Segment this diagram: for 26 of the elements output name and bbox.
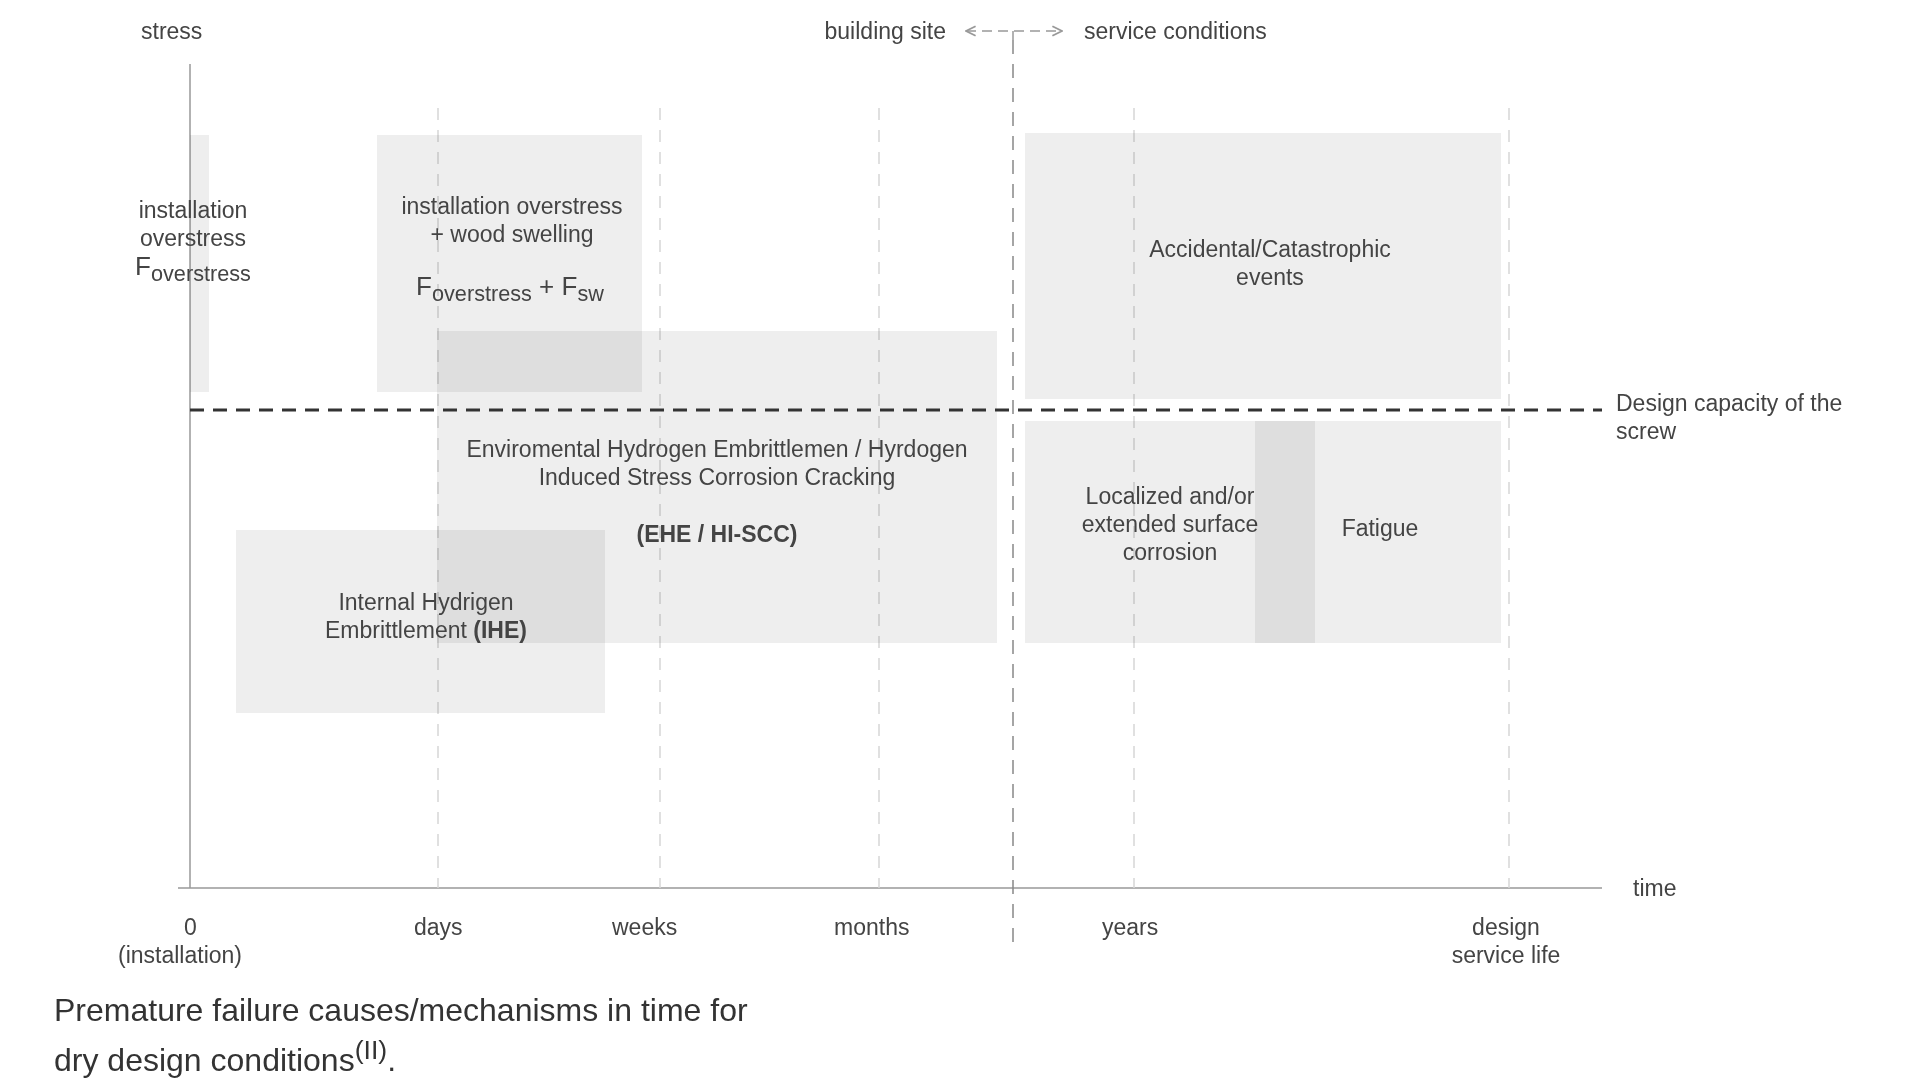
- tick-label: 0: [184, 913, 197, 941]
- axis-label: time: [1633, 874, 1677, 902]
- formula-label: F$_{overstress}$: [134, 252, 252, 289]
- mechanism-label: Fatigue: [1340, 514, 1420, 542]
- mechanism-label: Accidental/Catastrophic events: [1148, 235, 1392, 291]
- caption: Premature failure causes/mechanisms in time for dry design conditions$^{(II)}$.: [54, 991, 749, 1080]
- tick-label: days: [414, 913, 463, 941]
- axis-label: building site: [824, 17, 946, 45]
- formula-label: F$_{overstress}$ + F$_{sw}$: [415, 272, 605, 309]
- mechanism-area: [1025, 133, 1501, 399]
- tick-label: design service life: [1450, 913, 1562, 969]
- mechanism-label: Internal Hydrigen Embrittlement (IHE): [324, 588, 528, 644]
- tick-label: months: [834, 913, 910, 941]
- tick-label: years: [1102, 913, 1159, 941]
- mechanism-label: Enviromental Hydrogen Embrittlemen / Hyrdogen Induced Stress Corrosion Cracking: [465, 435, 969, 491]
- mechanism-area: [377, 135, 642, 392]
- axis-label: stress: [141, 17, 203, 45]
- tick-label: weeks: [612, 913, 678, 941]
- mechanism-area: [236, 530, 605, 713]
- mechanism-label: installation overstress + wood swelling: [400, 192, 624, 248]
- mechanism-label: installation overstress: [137, 196, 249, 252]
- mechanism-label: Localized and/or extended surface corrosion: [1080, 482, 1260, 566]
- annotation-label: Design capacity of the screw: [1616, 389, 1844, 445]
- formula-label: (EHE / HI-SCC): [635, 520, 799, 548]
- axis-label: service conditions: [1084, 17, 1267, 45]
- tick-label: (installation): [118, 941, 242, 969]
